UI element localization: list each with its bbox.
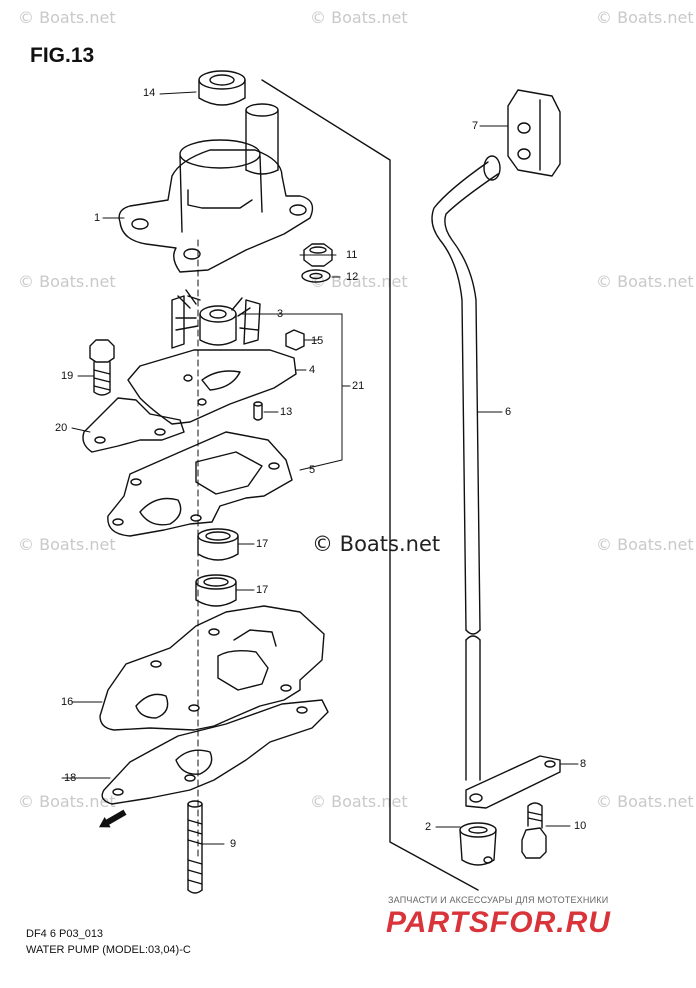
watermark: © Boats.net xyxy=(18,535,116,554)
callout-17-lower: 17 xyxy=(256,584,269,596)
pump-case-part-1 xyxy=(118,139,314,273)
collar-part-2 xyxy=(459,822,497,866)
assembly-bracket-line xyxy=(261,79,479,891)
callout-9: 9 xyxy=(230,838,237,850)
watermark: © Boats.net xyxy=(18,272,116,291)
diagram-code: DF4 6 P03_013 xyxy=(26,928,104,940)
impeller-part-3 xyxy=(171,289,261,349)
callout-21: 21 xyxy=(352,380,365,392)
watermark: © Boats.net xyxy=(596,535,694,554)
watermark: © Boats.net xyxy=(18,792,116,811)
watermark: © Boats.net xyxy=(18,8,116,27)
clamp-plate-part-8 xyxy=(465,755,561,809)
watermark: © Boats.net xyxy=(596,8,694,27)
oil-seal-part-14 xyxy=(198,70,246,106)
callout-12: 12 xyxy=(346,271,359,283)
callout-19: 19 xyxy=(61,370,74,382)
diagram-caption: WATER PUMP (MODEL:03,04)-C xyxy=(26,944,191,956)
lower-housing-part-16 xyxy=(99,605,325,731)
grommet-part-7 xyxy=(507,89,561,177)
bolt-part-19 xyxy=(89,339,115,396)
stud-bolt-part-9 xyxy=(187,800,203,894)
gasket-part-5 xyxy=(107,431,293,537)
callout-11: 11 xyxy=(346,249,358,261)
forward-arrow-icon xyxy=(99,809,127,828)
brand-logo[interactable]: PARTSFOR.RU xyxy=(386,906,611,939)
plate-part-4 xyxy=(127,349,297,425)
figure-title: FIG.13 xyxy=(30,44,95,67)
callout-8: 8 xyxy=(580,758,587,770)
watermark: © Boats.net xyxy=(310,8,408,27)
callout-6: 6 xyxy=(505,406,512,418)
callout-3: 3 xyxy=(277,308,284,320)
callout-13: 13 xyxy=(280,406,293,418)
bolt-part-10 xyxy=(521,802,547,859)
callout-20: 20 xyxy=(55,422,68,434)
callout-17-upper: 17 xyxy=(256,538,269,550)
callout-14: 14 xyxy=(143,87,156,99)
callout-16: 16 xyxy=(61,696,74,708)
washer-part-12 xyxy=(301,269,331,283)
water-tube-part-6 xyxy=(431,155,501,781)
watermark: © Boats.net xyxy=(596,792,694,811)
brand-tagline: ЗАПЧАСТИ И АКСЕССУАРЫ ДЛЯ МОТОТЕХНИКИ xyxy=(388,895,609,905)
pin-part-13 xyxy=(253,401,263,421)
center-watermark: © Boats.net xyxy=(312,532,441,556)
key-part-15 xyxy=(285,329,305,351)
bearing-part-17-upper xyxy=(197,528,239,561)
bearing-part-17-lower xyxy=(195,574,237,607)
callout-15: 15 xyxy=(311,335,324,347)
gasket-part-20 xyxy=(82,397,185,453)
lower-gasket-part-18 xyxy=(101,699,329,805)
callout-1: 1 xyxy=(94,212,101,224)
callout-4: 4 xyxy=(309,364,316,376)
callout-18: 18 xyxy=(64,772,77,784)
leader-lines xyxy=(61,91,579,845)
watermark: © Boats.net xyxy=(310,792,408,811)
upper-sleeve-tube xyxy=(245,103,279,175)
callout-2: 2 xyxy=(425,821,432,833)
callout-10: 10 xyxy=(574,820,587,832)
callout-5: 5 xyxy=(309,464,316,476)
callout-7: 7 xyxy=(472,120,479,132)
nut-part-11 xyxy=(303,243,333,267)
watermark: © Boats.net xyxy=(596,272,694,291)
